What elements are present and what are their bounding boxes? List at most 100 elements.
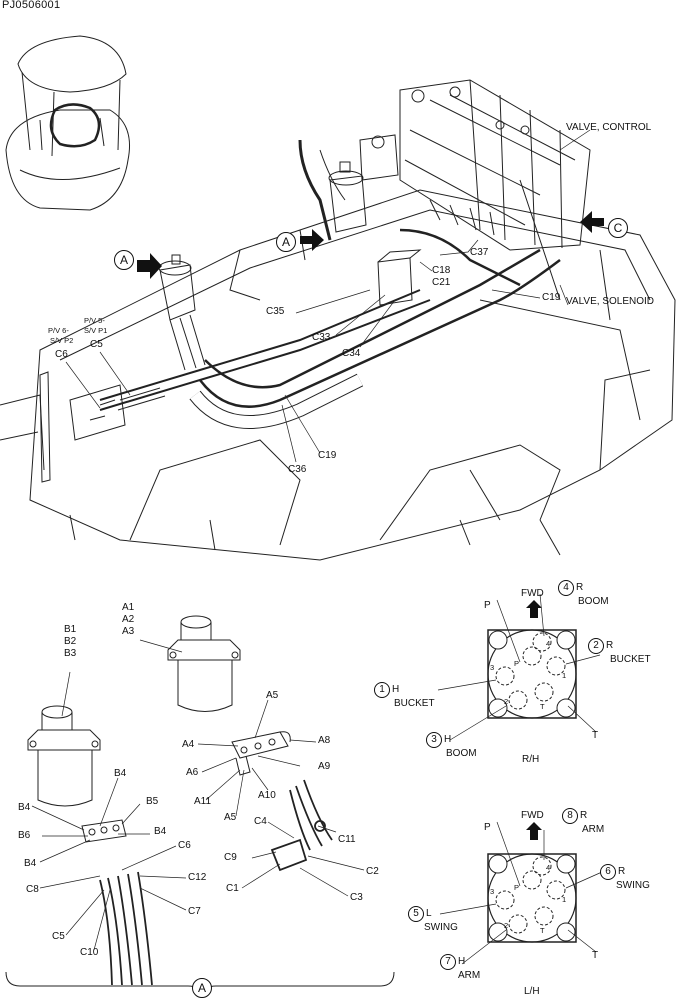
port-a5-bottom: A5	[224, 812, 237, 823]
upper-joysticks	[158, 134, 399, 371]
lh-p-label: P	[484, 822, 491, 833]
lower-fittings-a	[231, 731, 291, 776]
rh-circle-4: 4	[558, 580, 574, 596]
lh-h-arm-2: ARM	[458, 970, 481, 981]
svp2-label: S/V P2	[50, 336, 74, 345]
connector-c5-upper: C5	[90, 339, 103, 350]
connector-c35: C35	[266, 306, 285, 317]
connector-c18: C18	[432, 265, 451, 276]
rh-pattern	[437, 593, 601, 741]
connector-c1: C1	[226, 883, 239, 894]
rh-r-bucket-2: BUCKET	[610, 654, 651, 665]
lh-r-arm-2: ARM	[582, 824, 605, 835]
port-a1: A1	[122, 602, 135, 613]
rh-fwd: FWD	[521, 588, 544, 599]
rh-port-2: 2	[504, 697, 509, 706]
lower-leader-lines	[31, 639, 365, 951]
lh-circle-6: 6	[600, 864, 616, 880]
connector-c6-lower: C6	[178, 840, 191, 851]
lower-joystick-b	[27, 705, 101, 807]
lh-port-3: 3	[490, 887, 495, 896]
connector-c19-upper: C19	[542, 292, 561, 303]
connector-c4: C4	[254, 816, 267, 827]
lh-caption: L/H	[524, 986, 540, 997]
connector-c10: C10	[80, 947, 99, 958]
rh-h-bucket-1: H	[392, 684, 400, 695]
lh-l-swing-1: L	[426, 908, 432, 919]
lh-circle-5: 5	[408, 906, 424, 922]
connector-c2: C2	[366, 866, 379, 877]
upper-frame	[0, 179, 676, 561]
rh-r-bucket-1: R	[606, 640, 614, 651]
rh-port-p: P	[514, 659, 520, 668]
lh-pattern	[439, 821, 603, 965]
connector-c8: C8	[26, 884, 39, 895]
lh-port-2: 2	[504, 921, 509, 930]
connector-c19-lower: C19	[318, 450, 337, 461]
rh-port-3: 3	[490, 663, 495, 672]
rh-t-label: T	[592, 730, 599, 741]
rh-port-t: T	[540, 702, 545, 711]
port-b2: B2	[64, 636, 77, 647]
port-a9: A9	[318, 761, 331, 772]
valve-solenoid-label: VALVE, SOLENOID	[566, 296, 654, 307]
lh-fwd: FWD	[521, 810, 544, 821]
rh-h-boom-1: H	[444, 734, 452, 745]
port-b4-bottom: B4	[24, 858, 37, 869]
port-a10: A10	[258, 790, 276, 801]
port-b4-left: B4	[18, 802, 31, 813]
lh-r-arm-1: R	[580, 810, 588, 821]
rh-circle-2: 2	[588, 638, 604, 654]
lh-r-swing-2: SWING	[616, 880, 650, 891]
pv6-label: P/V 6-	[48, 326, 69, 335]
control-valve-bank	[399, 79, 591, 251]
lh-circle-7: 7	[440, 954, 456, 970]
lh-l-swing-2: SWING	[424, 922, 458, 933]
rh-r-boom-1: R	[576, 582, 584, 593]
lh-circle-8: 8	[562, 808, 578, 824]
port-a11: A11	[194, 796, 212, 807]
connector-c21: C21	[432, 277, 451, 288]
lh-t-label: T	[592, 950, 599, 961]
connector-c36: C36	[288, 464, 307, 475]
lh-port-t: T	[540, 926, 545, 935]
view-marker-a-center: A	[276, 232, 296, 252]
connector-c5-lower: C5	[52, 931, 65, 942]
port-a6: A6	[186, 767, 199, 778]
port-b3: B3	[64, 648, 77, 659]
port-b5: B5	[146, 796, 159, 807]
connector-c37: C37	[470, 247, 489, 258]
lh-port-4: 4	[546, 863, 551, 872]
rh-h-boom-2: BOOM	[446, 748, 477, 759]
rh-r-boom-2: BOOM	[578, 596, 609, 607]
left-solenoid-group	[69, 384, 166, 441]
rh-circle-1: 1	[374, 682, 390, 698]
lower-hoses	[99, 779, 333, 986]
connector-c6-upper: C6	[55, 349, 68, 360]
rh-port-1: 1	[562, 671, 567, 680]
connector-c12: C12	[188, 872, 207, 883]
connector-c33: C33	[312, 332, 331, 343]
port-b1: B1	[64, 624, 77, 635]
lh-r-swing-1: R	[618, 866, 626, 877]
port-b4-top: B4	[114, 768, 127, 779]
svp1-label: S/V P1	[84, 326, 108, 335]
lh-h-arm-1: H	[458, 956, 466, 967]
view-marker-a-left: A	[114, 250, 134, 270]
lh-port-1: 1	[562, 895, 567, 904]
port-b6: B6	[18, 830, 31, 841]
rh-port-4: 4	[546, 639, 551, 648]
machine-inset	[5, 35, 130, 211]
pv5-label: P/V 5-	[84, 316, 105, 325]
lower-fittings-b	[81, 819, 127, 843]
group-marker-a: A	[192, 978, 212, 998]
rh-circle-3: 3	[426, 732, 442, 748]
port-a5-top: A5	[266, 690, 279, 701]
rh-h-bucket-2: BUCKET	[394, 698, 435, 709]
port-a2: A2	[122, 614, 135, 625]
connector-c34: C34	[342, 348, 361, 359]
lh-port-p: P	[514, 883, 520, 892]
rh-p-label: P	[484, 600, 491, 611]
solenoid-valve-and-lines	[99, 139, 561, 429]
